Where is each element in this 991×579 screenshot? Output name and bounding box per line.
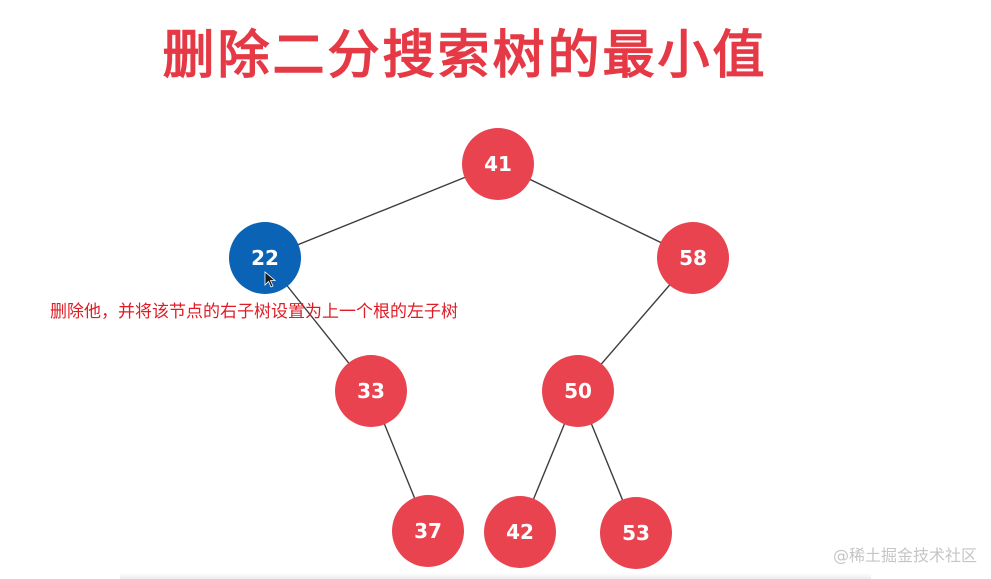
bottom-shadow	[120, 573, 871, 579]
tree-node-label: 53	[622, 521, 650, 545]
tree-node-42: 42	[484, 496, 556, 568]
tree-node-circle	[484, 496, 556, 568]
edges-layer	[264, 163, 694, 534]
tree-node-41: 41	[462, 128, 534, 200]
tree-node-33: 33	[335, 355, 407, 427]
tree-node-circle	[657, 222, 729, 294]
tree-node-label: 41	[484, 152, 512, 176]
tree-node-50: 50	[542, 355, 614, 427]
tree-node-58: 58	[657, 222, 729, 294]
tree-node-label: 22	[251, 246, 279, 270]
tree-node-label: 33	[357, 379, 385, 403]
watermark: @稀土掘金技术社区	[832, 546, 977, 565]
tree-node-circle	[542, 355, 614, 427]
tree-node-53: 53	[600, 497, 672, 569]
nodes-layer: 41 22 58 33 50 37 42 53	[229, 128, 729, 569]
mouse-cursor-icon	[264, 271, 277, 288]
tree-edge	[497, 163, 694, 259]
tree-node-label: 58	[679, 246, 707, 270]
tree-node-circle	[335, 355, 407, 427]
page-title: 删除二分搜索树的最小值	[162, 26, 768, 86]
tree-node-label: 37	[414, 519, 442, 543]
tree-node-circle	[229, 222, 301, 294]
tree-node-label: 42	[506, 520, 534, 544]
annotation-text: 删除他，并将该节点的右子树设置为上一个根的左子树	[50, 302, 458, 322]
tree-node-circle	[462, 128, 534, 200]
tree-node-37: 37	[392, 495, 464, 567]
tree-edge	[264, 163, 499, 259]
tree-node-circle	[392, 495, 464, 567]
tree-node-label: 50	[564, 379, 592, 403]
tree-node-22: 22	[229, 222, 301, 294]
tree-node-circle	[600, 497, 672, 569]
